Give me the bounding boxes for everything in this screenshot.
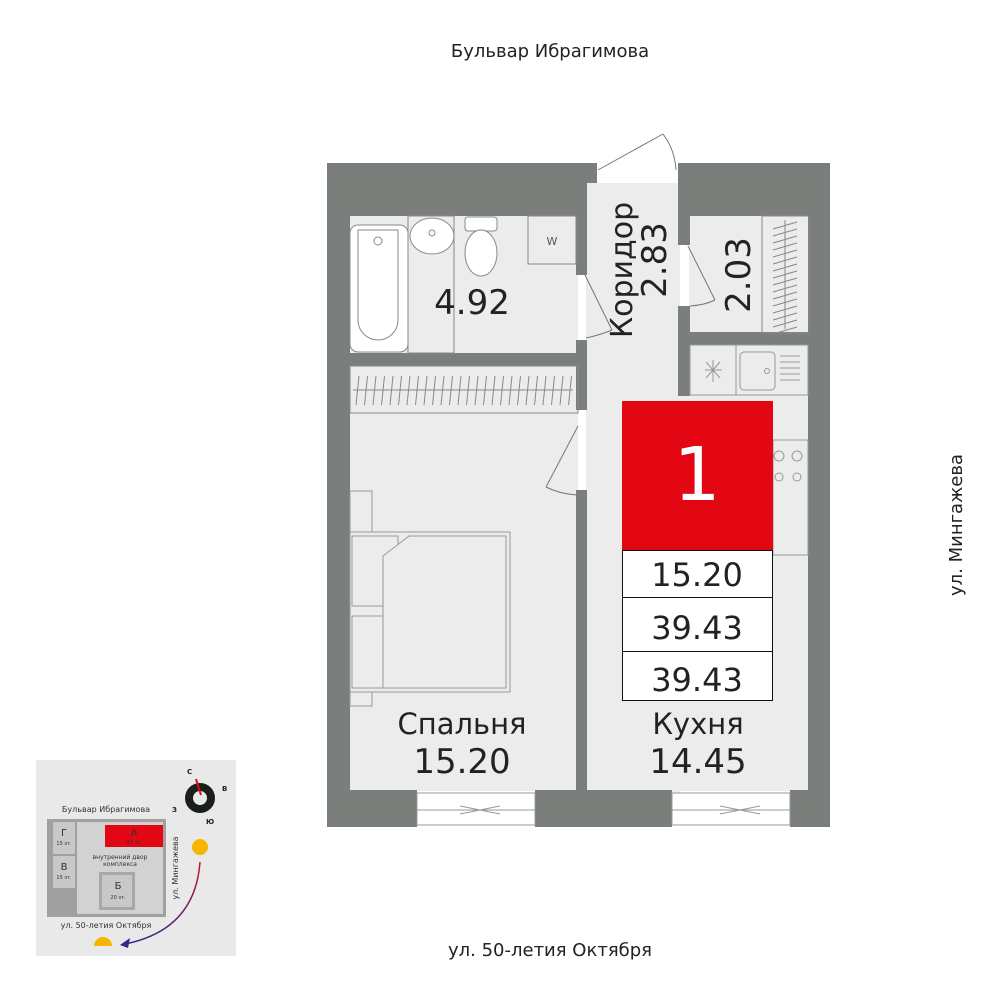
- minimap-street-right: ул. Мингажева: [171, 836, 180, 899]
- bathroom-fixtures: W: [349, 215, 577, 354]
- street-right-label: ул. Мингажева: [946, 454, 967, 596]
- building-a-letter: А: [131, 828, 138, 839]
- wardrobe-hatching: [355, 221, 798, 406]
- doors: [545, 133, 716, 496]
- wardrobes: [349, 215, 810, 414]
- compass-n: С: [187, 768, 192, 776]
- total-area: 39.43: [651, 609, 743, 647]
- kitchen-name: Кухня: [652, 707, 743, 741]
- compass-icon: С В Ю З: [172, 768, 227, 826]
- compass-w: З: [172, 806, 177, 814]
- sun-path-arrow: [124, 861, 201, 945]
- bedroom-name: Спальня: [397, 707, 526, 741]
- rooms-count: 1: [673, 432, 720, 518]
- kitchen-area: 14.45: [649, 742, 746, 782]
- location-minimap: Бульвар Ибрагимова ул. 50-летия Октября …: [36, 760, 236, 956]
- washer-icon: [527, 215, 577, 265]
- street-top-label: Бульвар Ибрагимова: [451, 41, 649, 62]
- storage-area: 2.03: [719, 237, 759, 313]
- bed-icon: [349, 490, 511, 707]
- cooktop-icon: [773, 450, 803, 482]
- bathroom-area: 4.92: [434, 283, 510, 323]
- toilet-icon: [464, 216, 498, 232]
- building-v-floors: 15 эт.: [56, 875, 72, 881]
- minimap-street-bottom: ул. 50-летия Октября: [61, 921, 152, 930]
- svg-text:W: W: [547, 235, 558, 248]
- kitchen-sink-icon: [739, 351, 776, 391]
- bedroom-area: 15.20: [413, 742, 510, 782]
- building-v-letter: В: [61, 862, 68, 873]
- corridor-area: 2.83: [635, 222, 675, 298]
- compass-s: Ю: [206, 818, 214, 826]
- living-area: 15.20: [651, 556, 743, 594]
- street-bottom-label: ул. 50-летия Октября: [448, 940, 652, 961]
- courtyard-label-2: комплекса: [103, 861, 137, 868]
- building-b-letter: Б: [115, 881, 122, 892]
- building-g-letter: Г: [61, 828, 67, 839]
- windows: [416, 792, 791, 826]
- corridor-name: Коридор: [605, 202, 640, 338]
- building-g-floors: 15 эт.: [56, 841, 72, 847]
- sunset-icon: [94, 937, 112, 946]
- walls: [327, 163, 830, 827]
- building-b-floors: 20 эт.: [110, 895, 126, 901]
- apartment-badge: 1 15.20 39.43 39.43: [622, 401, 773, 701]
- total-area-2: 39.43: [651, 661, 743, 699]
- building-a-floors: 33 эт.: [126, 840, 142, 846]
- courtyard-label-1: внутренний двор: [93, 854, 148, 861]
- stove-burner-icon: [705, 360, 722, 382]
- sun-icon: [192, 839, 208, 855]
- compass-e: В: [222, 785, 227, 793]
- minimap-street-top: Бульвар Ибрагимова: [62, 805, 150, 814]
